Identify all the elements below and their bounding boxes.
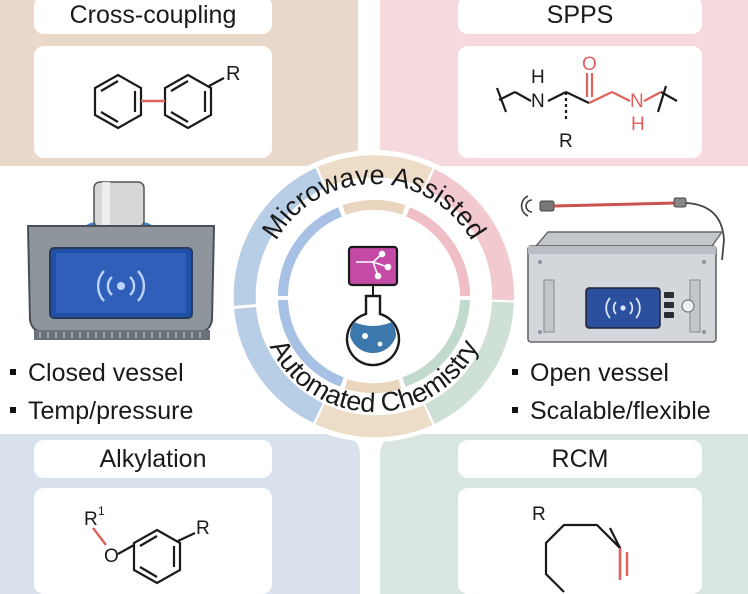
- wireless-signal-icon: [96, 270, 146, 302]
- spps-r-label: R: [559, 131, 573, 152]
- alkylation-r1-label: R: [84, 509, 98, 530]
- spps-n-left: N: [531, 91, 545, 112]
- alkylation-card: [34, 488, 272, 594]
- cross-coupling-r-label: R: [226, 63, 240, 85]
- alkylation-title: Alkylation: [34, 440, 272, 478]
- spps-h-right: H: [631, 114, 645, 135]
- spps-n-right: N: [630, 91, 644, 112]
- spps-title: SPPS: [458, 0, 702, 34]
- alkylation-oxygen: O: [104, 546, 119, 567]
- rcm-r-label: R: [532, 504, 546, 525]
- alkylation-r1-superscript: 1: [98, 504, 105, 518]
- alkylation-r-label: R: [196, 518, 210, 539]
- left-feature-2: Temp/pressure: [10, 396, 193, 426]
- right-feature-1: Open vessel: [512, 358, 669, 388]
- spps-h-left: H: [531, 67, 545, 88]
- rcm-card: [458, 488, 702, 594]
- temperature-probe-icon: [520, 195, 725, 261]
- right-feature-2: Scalable/flexible: [512, 396, 711, 426]
- left-feature-1: Closed vessel: [10, 358, 184, 388]
- rcm-title: RCM: [458, 440, 702, 478]
- cross-coupling-title: Cross-coupling: [34, 0, 272, 34]
- spps-oxygen: O: [582, 54, 597, 75]
